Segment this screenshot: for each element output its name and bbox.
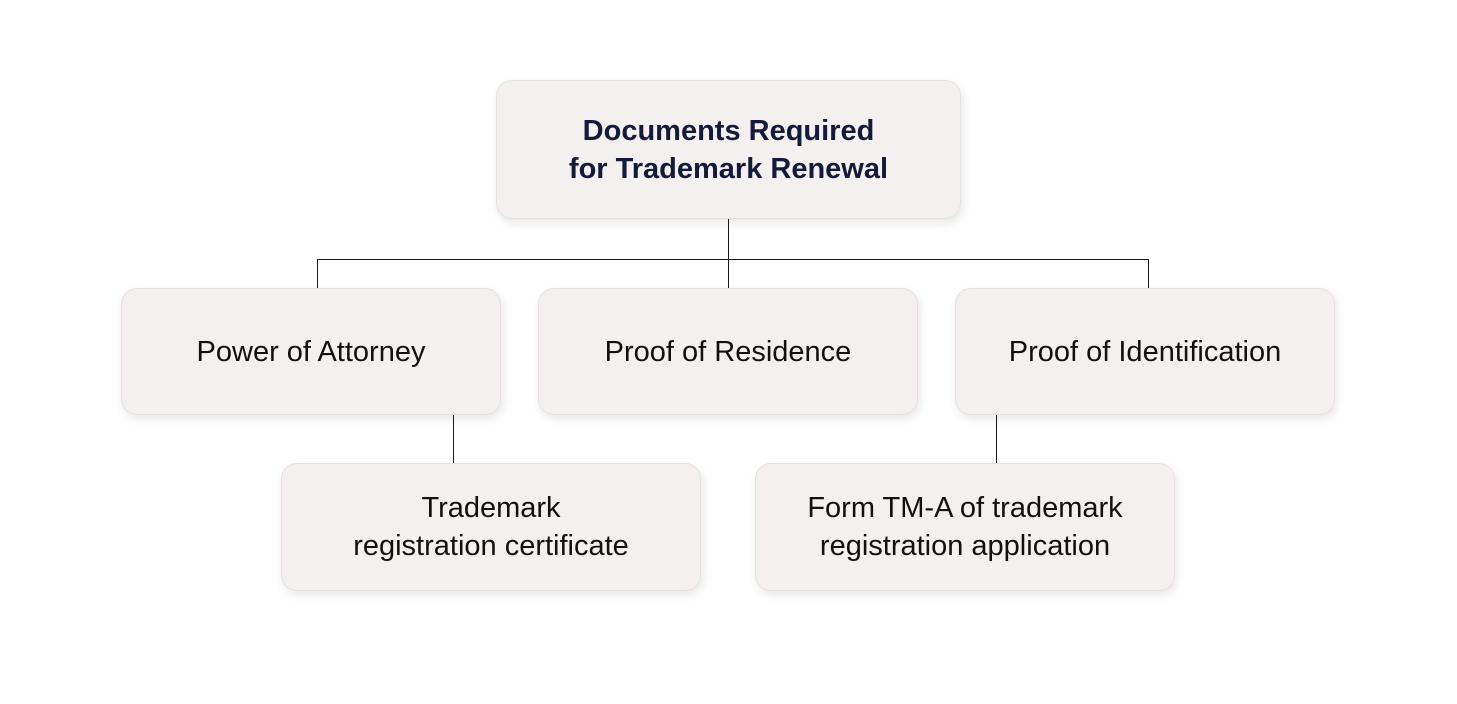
node-power-of-attorney: Power of Attorney (121, 288, 501, 415)
connector-to-power-of-attorney (317, 259, 318, 288)
connector-to-registration-certificate (453, 415, 454, 463)
connector-to-proof-of-residence (728, 259, 729, 288)
connector-to-form-tm-a (996, 415, 997, 463)
connector-to-proof-of-identification (1148, 259, 1149, 288)
node-proof-of-residence: Proof of Residence (538, 288, 918, 415)
node-proof-of-identification: Proof of Identification (955, 288, 1335, 415)
node-trademark-registration-certificate: Trademark registration certificate (281, 463, 701, 591)
node-label: Power of Attorney (196, 335, 426, 368)
node-label: Form TM-A of trademark registration appl… (807, 492, 1123, 562)
root-node: Documents Required for Trademark Renewal (496, 80, 961, 219)
node-label: Proof of Residence (604, 335, 852, 368)
node-label: Proof of Identification (1008, 335, 1282, 368)
connector-horizontal-bar (317, 259, 1149, 260)
connector-root-down (728, 219, 729, 260)
node-label: Trademark registration certificate (353, 492, 629, 562)
node-form-tm-a: Form TM-A of trademark registration appl… (755, 463, 1175, 591)
root-node-label: Documents Required for Trademark Renewal (568, 114, 889, 185)
